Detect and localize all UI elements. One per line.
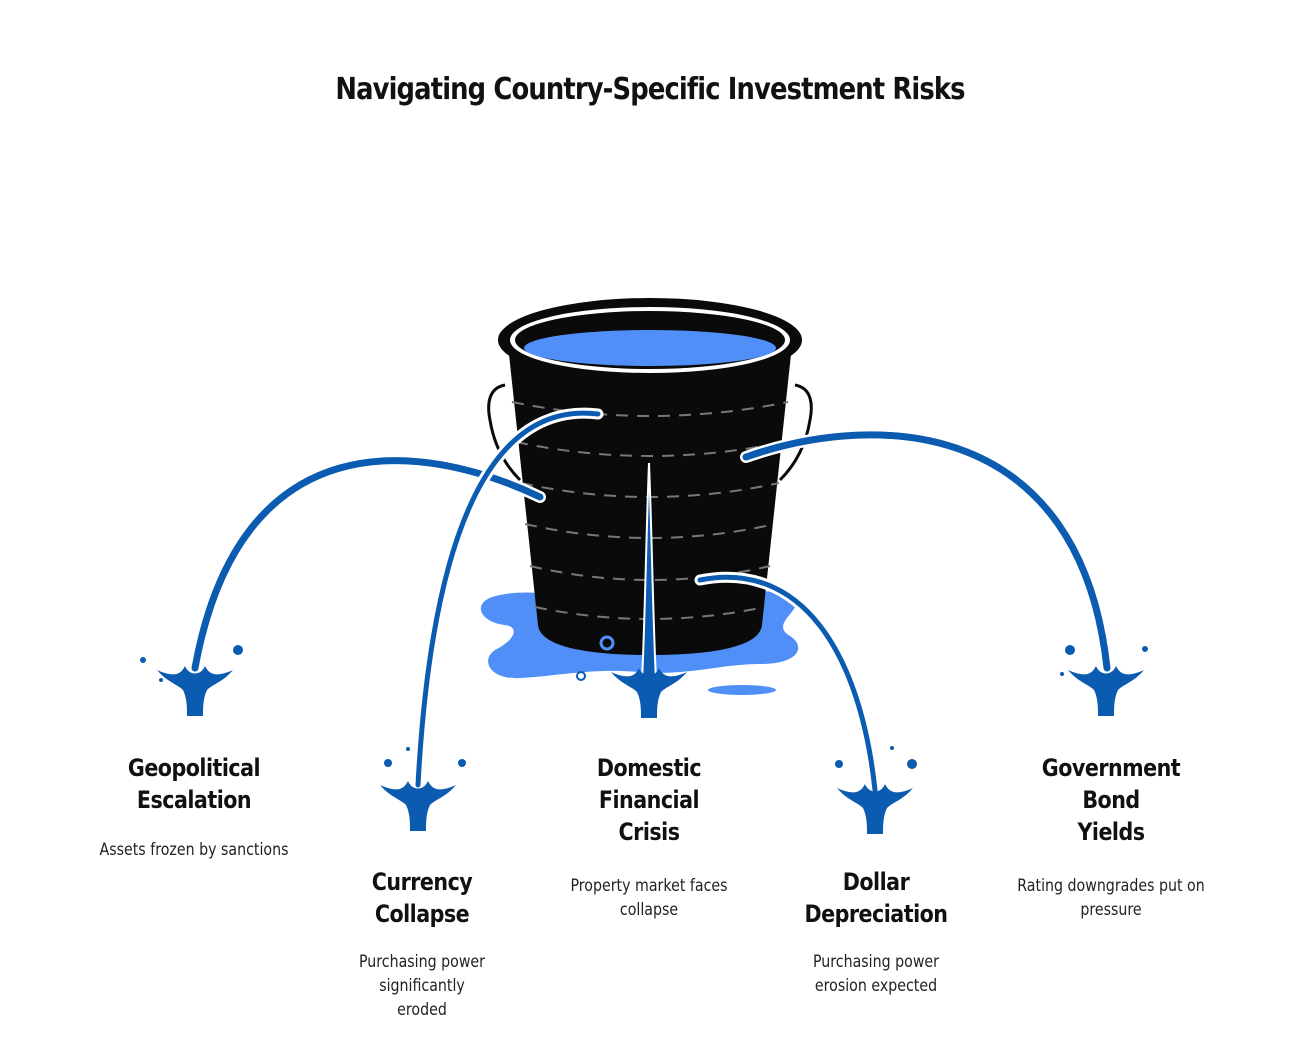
risk-heading-line: Geopolitical (127, 754, 261, 782)
risk-heading: Domestic Financial Crisis (548, 752, 749, 848)
risk-description: Purchasing power significantly eroded (358, 952, 486, 1019)
splash-icon (835, 746, 917, 834)
leak-stream-dollar (697, 574, 878, 793)
risk-heading-line: Currency Collapse (371, 868, 473, 928)
risk-heading: Currency Collapse (327, 866, 516, 930)
splash-icon (611, 668, 687, 718)
risk-heading-line: Domestic Financial (596, 754, 702, 814)
leak-stream-bond (742, 431, 1111, 672)
risk-description: Purchasing power erosion expected (812, 952, 940, 995)
risk-currency: Currency Collapse Purchasing power signi… (312, 866, 532, 1022)
page-title: Navigating Country-Specific Investment R… (335, 72, 965, 107)
risk-description: Assets frozen by sanctions (99, 840, 289, 859)
risk-description: Property market faces collapse (570, 876, 728, 919)
water-surface (524, 330, 776, 366)
splash-icon (1060, 645, 1148, 716)
leak-stream-geopolitical (191, 457, 544, 672)
splash-group (140, 645, 1148, 834)
risk-heading: Government Bond Yields (1012, 752, 1210, 848)
bucket-handle (487, 383, 522, 482)
risk-description: Rating downgrades put on pressure (1017, 876, 1205, 919)
risk-heading-line: Escalation (136, 786, 252, 814)
risk-heading-line: Crisis (618, 818, 680, 846)
splash-icon (380, 747, 466, 831)
splash-icon (140, 645, 243, 716)
risk-heading-line: Dollar Depreciation (804, 868, 948, 928)
risk-heading: Dollar Depreciation (778, 866, 974, 930)
risk-heading-line: Yields (1077, 818, 1145, 846)
risk-dollar: Dollar Depreciation Purchasing power ero… (762, 866, 990, 998)
leak-stream-currency (415, 410, 601, 788)
risk-heading-line: Government Bond (1041, 754, 1181, 814)
risk-government-bond: Government Bond Yields Rating downgrades… (996, 752, 1226, 922)
risk-domestic: Domestic Financial Crisis Property marke… (532, 752, 766, 922)
risk-heading: Geopolitical Escalation (98, 752, 291, 816)
risk-geopolitical: Geopolitical Escalation Assets frozen by… (82, 752, 306, 862)
